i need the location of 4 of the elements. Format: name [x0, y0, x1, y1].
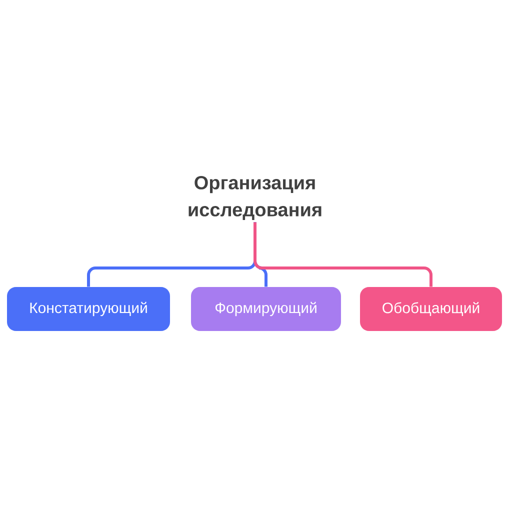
category-box: Обобщающий	[360, 287, 502, 331]
category-box: Констатирующий	[7, 287, 170, 331]
title-text: Организация исследования	[188, 176, 322, 220]
category-box: Формирующий	[191, 287, 341, 331]
